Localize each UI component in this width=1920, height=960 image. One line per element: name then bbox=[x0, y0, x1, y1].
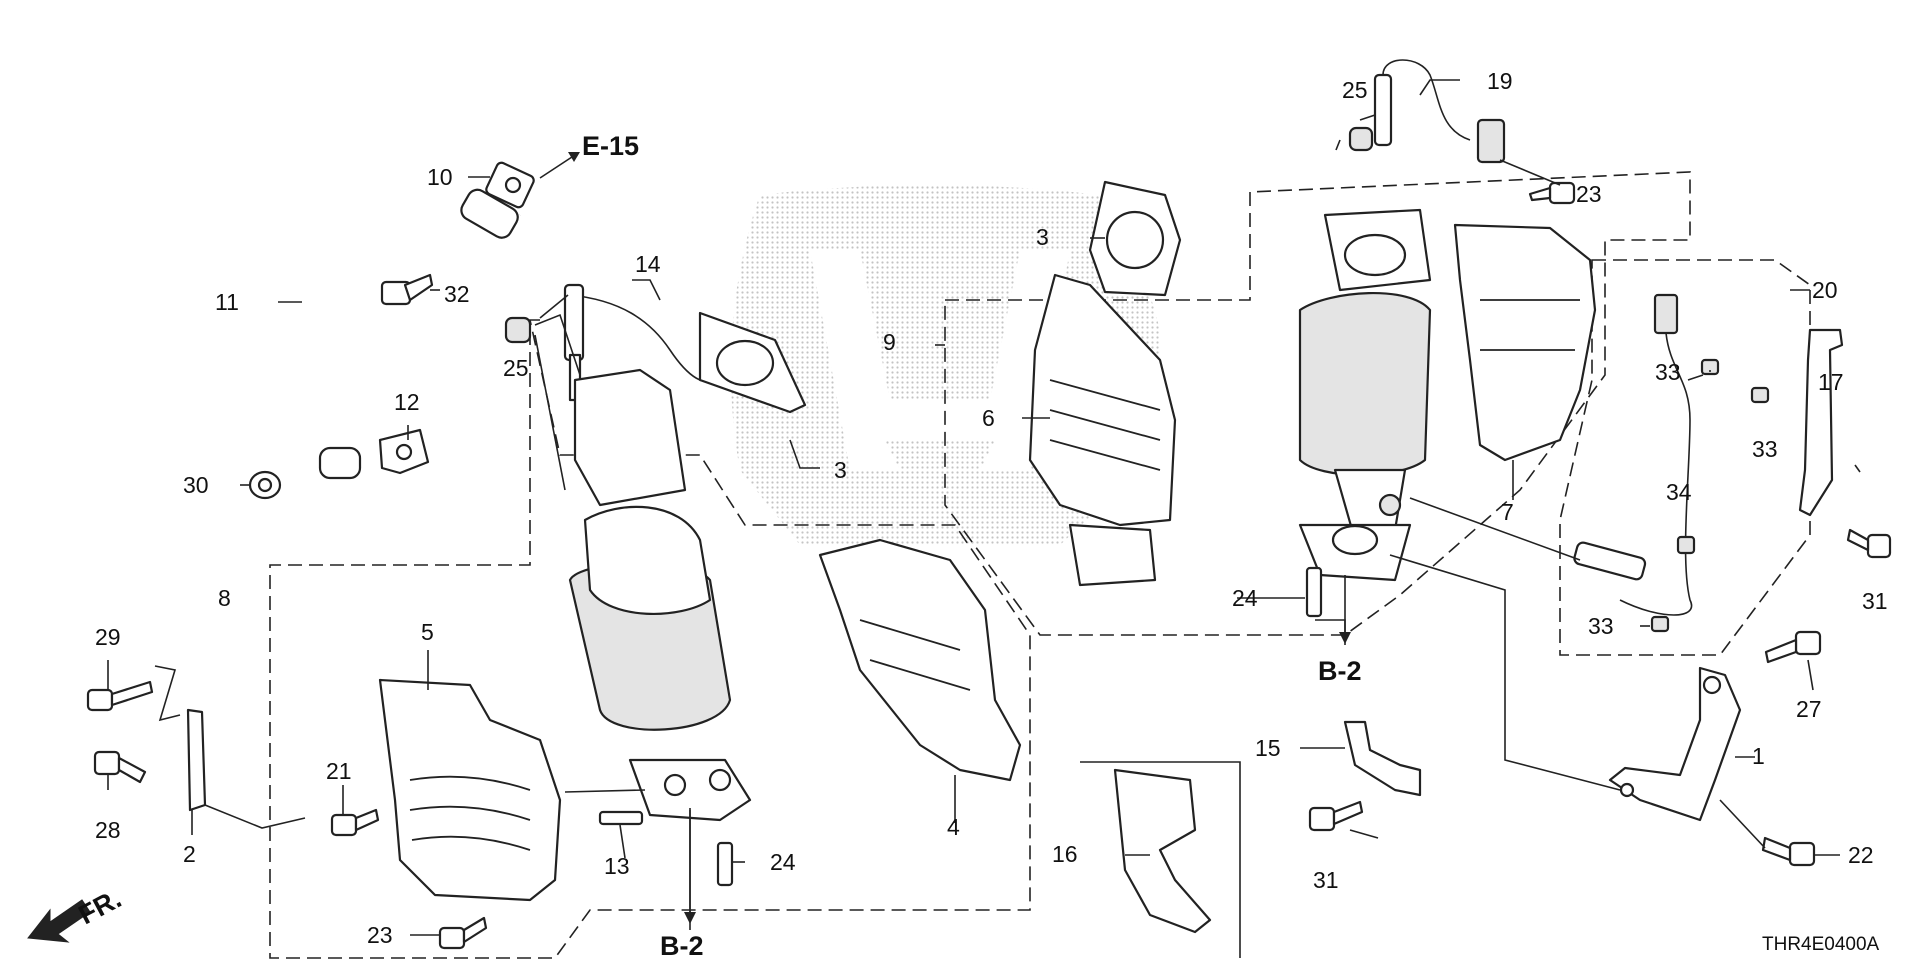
arrow-to-b2-right bbox=[1339, 575, 1351, 644]
callout-3-upper: 3 bbox=[1036, 224, 1049, 250]
ref-label-b2-right: B-2 bbox=[1318, 656, 1362, 686]
callout-24-left: 24 bbox=[770, 849, 796, 875]
part-34-clip bbox=[1676, 535, 1696, 555]
group-20-outline bbox=[1559, 259, 1811, 656]
group-8-outline bbox=[269, 319, 1031, 959]
part-20-oxygen-sensor bbox=[1573, 293, 1693, 616]
leader-lines bbox=[107, 79, 1861, 936]
ref-label-b2-left: B-2 bbox=[660, 931, 704, 960]
callout-30: 30 bbox=[183, 472, 209, 498]
part-22-bolt bbox=[1761, 836, 1816, 867]
part-23-bolt-lower bbox=[438, 916, 488, 950]
callout-7: 7 bbox=[1501, 499, 1514, 525]
callout-33-c: 33 bbox=[1588, 613, 1614, 639]
callout-numbers: 1 2 3 3 4 5 6 7 8 9 10 11 12 13 14 15 16… bbox=[95, 68, 1888, 948]
part-7-heat-shield bbox=[1453, 223, 1597, 462]
front-arrow-icon bbox=[27, 899, 91, 943]
callout-4: 4 bbox=[947, 814, 960, 840]
group-9-outline bbox=[944, 171, 1691, 636]
part-10-sensor bbox=[485, 161, 535, 209]
callout-13: 13 bbox=[604, 853, 630, 879]
callout-16: 16 bbox=[1052, 841, 1078, 867]
part-17-bracket bbox=[1798, 328, 1844, 517]
part-19-oxygen-sensor bbox=[1373, 59, 1506, 164]
part-27-bolt bbox=[1764, 630, 1822, 664]
converter-right-assembly bbox=[1298, 208, 1432, 582]
callout-12: 12 bbox=[394, 389, 420, 415]
part-6-heat-shield bbox=[1028, 273, 1177, 587]
callout-23-lower: 23 bbox=[367, 922, 393, 948]
part-13-stud bbox=[598, 810, 644, 826]
callout-6: 6 bbox=[982, 405, 995, 431]
callout-25-left: 25 bbox=[503, 355, 529, 381]
part-28-bolt bbox=[93, 750, 147, 784]
callout-21: 21 bbox=[326, 758, 352, 784]
callout-29: 29 bbox=[95, 624, 121, 650]
arrow-to-b2-left bbox=[684, 810, 696, 924]
callout-25-right: 25 bbox=[1342, 77, 1368, 103]
part-32-bolt bbox=[380, 273, 434, 306]
part-4-heat-shield bbox=[818, 538, 1022, 782]
part-21-bolt bbox=[330, 808, 380, 837]
part-33-clip-c bbox=[1650, 615, 1670, 633]
part-16-bracket bbox=[1113, 768, 1212, 934]
callout-33-b: 33 bbox=[1752, 436, 1778, 462]
part-2-bracket bbox=[186, 708, 207, 812]
callout-8: 8 bbox=[218, 585, 231, 611]
callout-1: 1 bbox=[1752, 743, 1765, 769]
callout-34: 34 bbox=[1666, 479, 1692, 505]
part-5-heat-shield bbox=[378, 678, 562, 902]
part-31-bolt-lower bbox=[1308, 800, 1364, 832]
callout-17: 17 bbox=[1818, 369, 1844, 395]
part-11-pipe bbox=[284, 188, 522, 480]
front-arrow-label: FR. bbox=[74, 883, 126, 930]
callout-32: 32 bbox=[444, 281, 470, 307]
callout-2: 2 bbox=[183, 841, 196, 867]
callout-11: 11 bbox=[215, 289, 239, 315]
callout-3-lower: 3 bbox=[834, 457, 847, 483]
part-1-bracket bbox=[1608, 666, 1742, 822]
callout-14: 14 bbox=[635, 251, 661, 277]
part-25-nut-left bbox=[504, 316, 532, 344]
callout-19: 19 bbox=[1487, 68, 1513, 94]
callout-33-a: 33 bbox=[1655, 359, 1681, 385]
part-31-bolt-right bbox=[1846, 528, 1892, 559]
part-23-bolt-upper bbox=[1528, 181, 1576, 205]
callout-15: 15 bbox=[1255, 735, 1281, 761]
ref-label-e15: E-15 bbox=[582, 131, 639, 161]
callout-24-right: 24 bbox=[1232, 585, 1258, 611]
callout-23-upper: 23 bbox=[1576, 181, 1602, 207]
callout-20: 20 bbox=[1812, 277, 1838, 303]
part-24-stud-right bbox=[1305, 566, 1323, 618]
callout-28: 28 bbox=[95, 817, 121, 843]
part-24-stud-left bbox=[716, 841, 734, 887]
converter-left-assembly bbox=[568, 368, 752, 822]
diagram-code: THR4E0400A bbox=[1762, 934, 1880, 955]
callout-31-lower: 31 bbox=[1313, 867, 1339, 893]
callout-22: 22 bbox=[1848, 842, 1874, 868]
callout-31-right: 31 bbox=[1862, 588, 1888, 614]
callout-10: 10 bbox=[427, 164, 453, 190]
callout-9: 9 bbox=[883, 329, 896, 355]
callout-27: 27 bbox=[1796, 696, 1822, 722]
part-30-nut bbox=[248, 470, 282, 500]
callout-5: 5 bbox=[421, 619, 434, 645]
part-25-nut-right bbox=[1348, 126, 1374, 152]
arrow-to-e15 bbox=[539, 152, 580, 179]
part-33-clip-b bbox=[1750, 386, 1770, 404]
part-15-bracket bbox=[1343, 720, 1422, 797]
part-29-bolt bbox=[86, 680, 154, 712]
part-33-clip-a bbox=[1700, 358, 1720, 376]
